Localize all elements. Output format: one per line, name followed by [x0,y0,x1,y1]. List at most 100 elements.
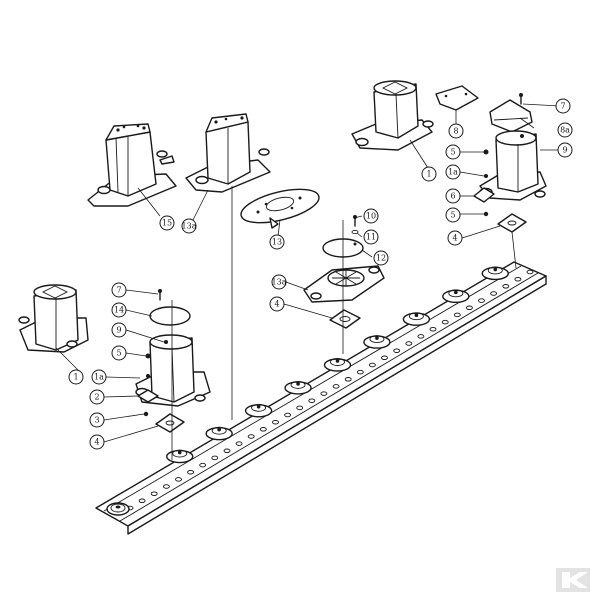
callout-13a-upper: 13a [181,218,197,234]
svg-text:11: 11 [366,233,376,242]
bolt-7-right [519,93,523,105]
svg-text:5: 5 [116,349,121,358]
bolt-7-left [158,289,162,301]
disc-plate-13 [240,188,320,229]
bar-hole [502,284,510,289]
bar-hole [247,434,255,439]
cover-8a [489,99,533,133]
bar-disc-housing [442,289,470,304]
bar-hole [514,276,522,282]
bar-hole [284,412,292,418]
bar-disc-housing [166,449,194,464]
callout-3: 3 [89,412,105,428]
svg-text:6: 6 [450,192,455,201]
bar-hole [453,312,461,318]
svg-text:5: 5 [450,148,455,157]
bar-hole [393,348,401,353]
svg-text:9: 9 [116,326,121,335]
svg-text:1: 1 [426,170,431,179]
leader-lines [55,103,564,460]
cutter-bar [95,261,547,535]
svg-text:14: 14 [114,306,124,315]
bar-disc-housing [402,312,431,326]
bar-hole [368,362,376,368]
svg-text:3: 3 [94,416,99,425]
svg-text:1: 1 [73,373,78,382]
svg-text:1a: 1a [448,168,458,177]
bar-hole [429,326,437,332]
bar-hole [526,269,534,275]
bar-hole [235,441,243,446]
svg-text:13: 13 [272,238,282,247]
drum-1-upper-right [351,80,434,151]
washer-11 [351,229,359,235]
callout-13: 13 [269,234,285,250]
bar-hole [162,484,170,489]
callout-1a-left: 1a [91,369,107,385]
callout-4-right: 4 [447,230,463,246]
callout-13a-center: 13a [271,274,287,290]
bar-hole [296,405,304,411]
svg-text:7: 7 [116,286,121,295]
parts-stack-left [137,353,185,433]
callout-6: 6 [445,188,461,204]
bar-hole [478,298,485,303]
callout-7-left: 7 [111,282,127,298]
bar-hole [332,384,340,389]
bar-hole [308,398,316,403]
bar-hole [356,369,364,375]
callout-5-right-a: 5 [445,144,461,160]
bar-disc-housing [244,403,273,418]
svg-text:8a: 8a [560,126,570,135]
svg-text:2: 2 [94,393,99,402]
bar-hole [272,419,279,425]
svg-text:4: 4 [94,438,99,447]
bar-hole [465,305,473,311]
bar-hole [175,477,182,482]
drum-15 [87,123,177,207]
bar-disc-housing [284,380,312,395]
svg-text:12: 12 [376,254,386,263]
svg-text:10: 10 [366,212,376,221]
svg-text:7: 7 [560,102,565,111]
callout-5-right-b: 5 [445,207,461,223]
svg-text:13a: 13a [182,222,197,231]
cover-8 [435,85,479,111]
bar-hole [441,319,449,325]
callout-10: 10 [363,208,379,224]
svg-text:1a: 1a [94,373,104,382]
drum-13a-upper [185,113,271,193]
svg-text:5: 5 [450,211,455,220]
bar-hole [223,448,231,454]
drum-1-left [18,284,89,353]
bar-hole [187,469,195,475]
bar-hole [150,491,158,496]
bar-hole [381,355,388,361]
drum-9-right [479,130,547,201]
callout-4-center: 4 [269,296,285,312]
bar-disc-housing [205,426,233,441]
bar-hole [199,462,207,468]
cutter-bar-holes [126,269,534,511]
callout-5-left: 5 [111,345,127,361]
svg-text:15: 15 [162,219,172,228]
cutter-bar-disc-housings [166,266,509,464]
cover-14 [149,306,191,326]
callout-11: 11 [363,229,379,245]
callout-8a: 8a [557,122,573,138]
disc-plate-13a [303,265,385,303]
svg-text:8: 8 [453,127,458,136]
svg-text:13a: 13a [272,278,287,287]
parts-stack-right [473,149,527,233]
callout-1-upper-right: 1 [421,166,437,182]
bar-disc-housing [363,335,391,349]
callout-1-left: 1 [68,369,84,385]
callout-2: 2 [89,389,105,405]
callout-1a-right: 1a [445,164,461,180]
bar-hole [211,455,219,461]
svg-text:4: 4 [274,300,279,309]
gasket-4-center [329,309,361,329]
bar-hole [320,391,328,396]
callout-14: 14 [111,302,127,318]
